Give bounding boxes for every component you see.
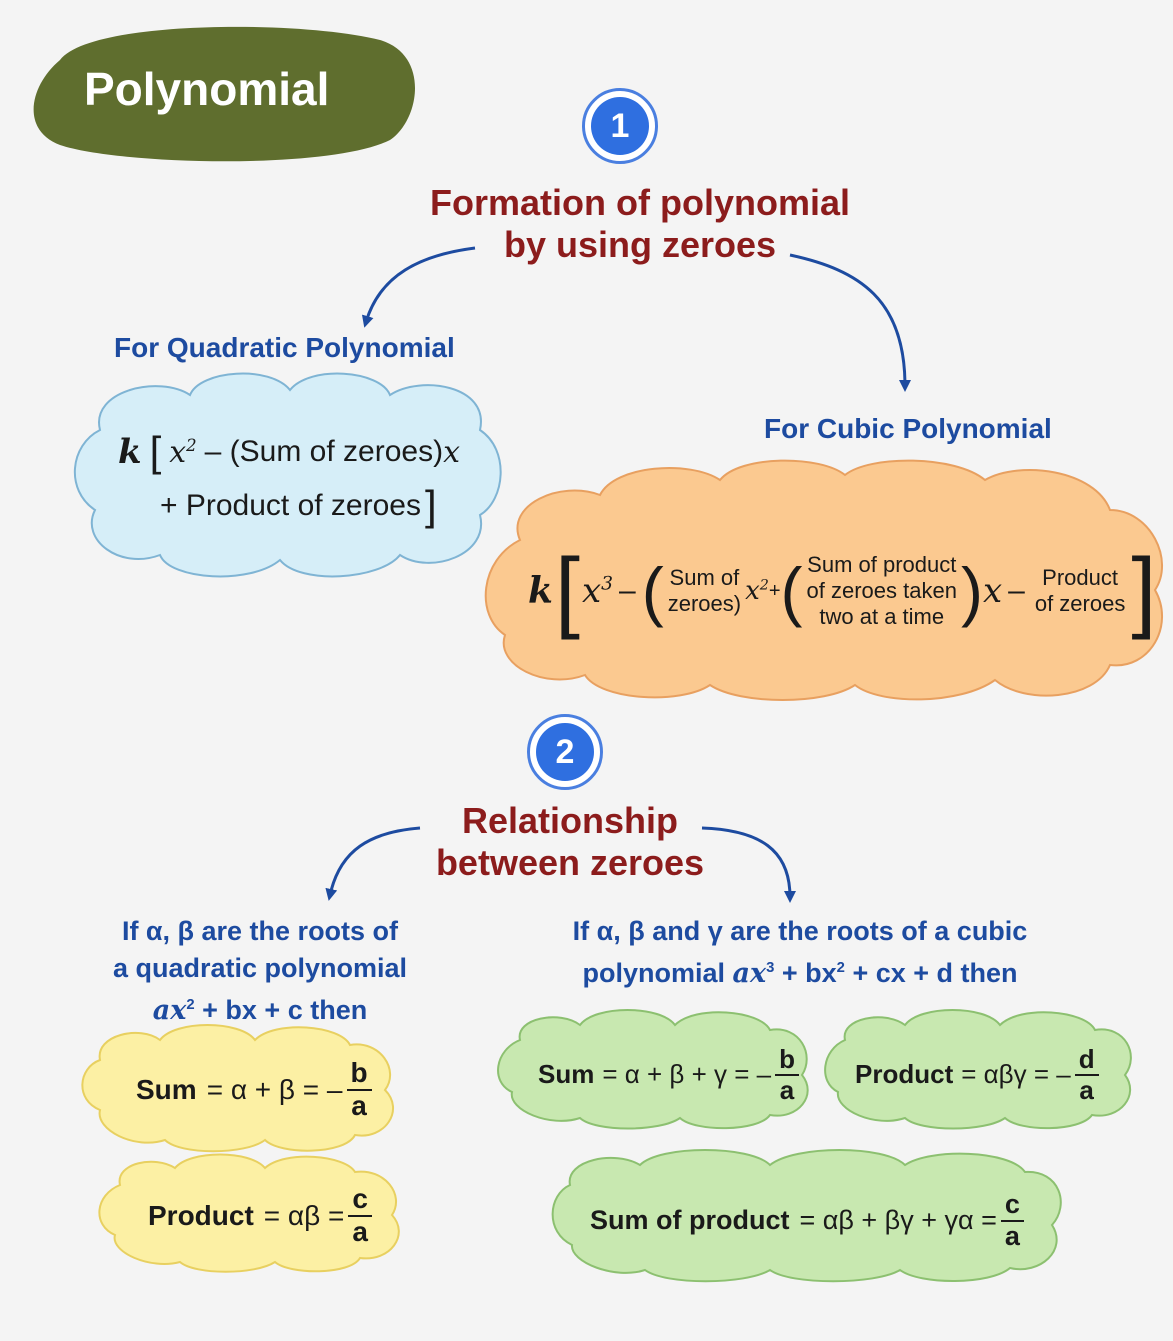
sum-of-product-label: Sum of product xyxy=(590,1205,790,1236)
cubic-condition-line2: polynomial ax3 + bx2 + cx + d then xyxy=(582,958,1018,989)
quadratic-condition: If α, β are the roots of a quadratic pol… xyxy=(90,913,430,1029)
k-symbol: k xyxy=(528,570,553,612)
cubic-sum-product-formula: Sum of product = αβ + βγ + γα = c a xyxy=(590,1189,1028,1251)
quadratic-formula: k [ x2 – (Sum of zeroes) x + Product of … xyxy=(118,428,498,530)
cubic-sum-cloud xyxy=(497,1009,809,1130)
k-symbol: k xyxy=(118,432,142,472)
cubic-product-expression: = αβγ = – xyxy=(961,1059,1071,1090)
sum-label: Sum xyxy=(136,1073,197,1105)
sum-of-zeroes-stack: Sum of zeroes) xyxy=(667,565,742,616)
cubic-sum-fraction: b a xyxy=(775,1045,799,1104)
x-squared: x2 xyxy=(169,434,197,470)
quadratic-condition-line2: a quadratic polynomial xyxy=(112,953,408,983)
cubic-product-fraction: d a xyxy=(1074,1045,1099,1104)
cubic-formula: k [ x3 – ( Sum of zeroes) x2 + ( Sum of … xyxy=(528,542,1158,640)
quadratic-formula-line2: + Product of zeroes ] xyxy=(160,482,498,530)
close-bracket: ] xyxy=(424,482,437,529)
close-bracket: ] xyxy=(1131,541,1157,641)
cubic-cloud xyxy=(484,459,1164,701)
product-label: Product xyxy=(148,1199,254,1231)
quad-sum-cloud xyxy=(81,1024,395,1153)
cubic-condition-line1: If α, β and γ are the roots of a cubic xyxy=(572,916,1028,946)
section-1-heading: Formation of polynomial by using zeroes xyxy=(380,182,900,266)
cubic-product-label: Product xyxy=(855,1059,954,1090)
step-2-number: 2 xyxy=(536,723,594,781)
arrow-to-quadratic-relation xyxy=(325,826,421,901)
sum-of-product-fraction: c a xyxy=(1000,1189,1024,1251)
step-2-badge: 2 xyxy=(527,714,603,790)
cubic-sum-product-cloud xyxy=(551,1149,1062,1283)
quad-product-cloud xyxy=(98,1153,400,1273)
sum-of-zeroes-term: – (Sum of zeroes) xyxy=(204,435,444,468)
section-1-heading-line1: Formation of polynomial xyxy=(430,182,850,223)
cubic-product-cloud xyxy=(824,1009,1132,1130)
quadratic-condition-line1: If α, β are the roots of xyxy=(121,916,399,946)
x-symbol: x xyxy=(443,434,460,470)
arrow-to-cubic-relation xyxy=(701,826,796,903)
cubic-sum-formula: Sum = α + β + γ = – b a xyxy=(538,1045,803,1104)
sum-fraction: b a xyxy=(346,1057,372,1122)
quad-product-formula: Product = αβ = c a xyxy=(148,1183,376,1248)
arrow-to-cubic xyxy=(789,253,911,392)
step-1-badge: 1 xyxy=(582,88,658,164)
close-paren-2: ) xyxy=(960,554,983,628)
arrow-to-quadratic xyxy=(361,246,476,328)
quadratic-cloud xyxy=(73,372,502,578)
step-1-number: 1 xyxy=(591,97,649,155)
open-bracket: [ xyxy=(149,428,162,475)
quad-sum-formula: Sum = α + β = – b a xyxy=(136,1057,376,1122)
cubic-condition: If α, β and γ are the roots of a cubic p… xyxy=(560,913,1040,992)
cubic-sum-expression: = α + β + γ = – xyxy=(602,1059,772,1090)
x-symbol: x xyxy=(982,571,1003,611)
product-fraction: c a xyxy=(348,1183,372,1248)
quadratic-label: For Quadratic Polynomial xyxy=(114,332,455,363)
open-bracket: [ xyxy=(554,541,580,641)
open-paren: ( xyxy=(641,554,664,628)
sum-of-product-stack: Sum of product of zeroes taken two at a … xyxy=(806,552,957,629)
sum-expression: = α + β = – xyxy=(206,1073,343,1105)
x-cubed: x3 xyxy=(581,571,614,611)
cubic-product-formula: Product = αβγ = – d a xyxy=(855,1045,1103,1104)
plus-sign: + xyxy=(768,579,781,602)
page-title: Polynomial xyxy=(84,63,330,115)
minus-sign-2: – xyxy=(1008,574,1025,607)
product-of-zeroes-stack: Product of zeroes xyxy=(1034,565,1126,616)
x-squared: x2 xyxy=(745,576,769,606)
section-2-heading: Relationship between zeroes xyxy=(410,800,730,884)
section-2-heading-line1: Relationship xyxy=(461,800,679,841)
minus-sign: – xyxy=(619,574,636,607)
title-blob xyxy=(33,26,416,162)
cubic-label: For Cubic Polynomial xyxy=(764,413,1052,444)
section-1-heading-line2: by using zeroes xyxy=(503,224,777,265)
section-2-heading-line2: between zeroes xyxy=(435,842,705,883)
sum-of-product-expression: = αβ + βγ + γα = xyxy=(799,1205,997,1236)
product-of-zeroes-term: + Product of zeroes xyxy=(160,489,421,522)
quadratic-condition-line3: ax2 + bx + c then xyxy=(152,995,368,1026)
product-expression: = αβ = xyxy=(263,1199,345,1231)
open-paren-2: ( xyxy=(780,554,803,628)
quadratic-formula-line1: k [ x2 – (Sum of zeroes) x xyxy=(118,428,498,476)
cubic-sum-label: Sum xyxy=(538,1059,595,1090)
